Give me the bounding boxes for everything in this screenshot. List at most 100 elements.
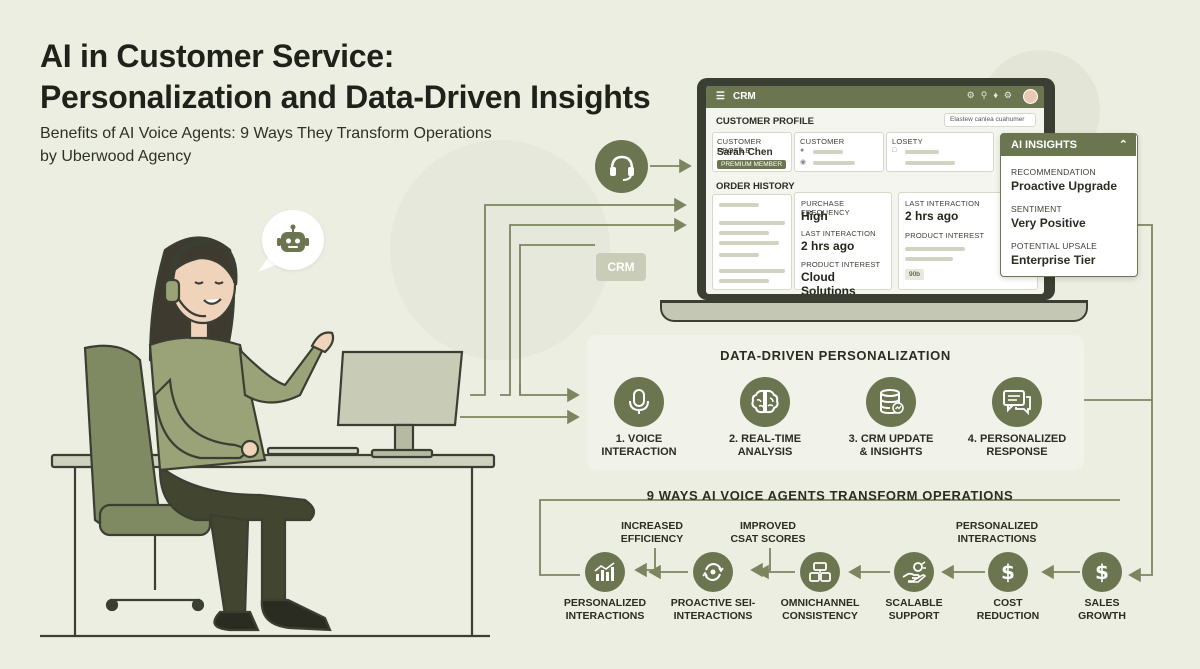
step-label-response-line1: 4. PERSONALIZED bbox=[967, 433, 1067, 445]
way-label-personalized-line1: PERSONALIZED bbox=[563, 597, 647, 609]
hand-coin-icon bbox=[902, 561, 926, 583]
loyalty-card: LOSETY □ bbox=[886, 132, 994, 172]
last-interaction-value: 2 hrs ago bbox=[801, 239, 855, 253]
mini-chip: 90b bbox=[905, 269, 924, 280]
way-label-sales-line1: SALES bbox=[1084, 597, 1120, 609]
dollar-icon: $ bbox=[1001, 560, 1015, 584]
way-label-personalized: PERSONALIZED INTERACTIONS bbox=[550, 597, 660, 623]
way-label-scalable-line2: SUPPORT bbox=[888, 610, 940, 622]
channels-icon bbox=[809, 562, 831, 582]
insight-value-sentiment: Very Positive bbox=[1011, 216, 1086, 230]
step-voice-circle bbox=[614, 377, 664, 427]
database-icon bbox=[880, 389, 904, 415]
step-label-crm: 3. CRM UPDATE & INSIGHTS bbox=[826, 433, 956, 459]
crm-app-name: CRM bbox=[732, 91, 756, 102]
way-circle-proactive bbox=[693, 552, 733, 592]
way-label-cost-line1: COST bbox=[993, 597, 1023, 609]
settings-icon[interactable]: ⚙ bbox=[966, 90, 981, 100]
chat-bubble-icon bbox=[1003, 390, 1031, 416]
headset-icon bbox=[609, 155, 634, 181]
bell-icon[interactable]: ♦ bbox=[993, 90, 1004, 100]
headset-badge bbox=[595, 140, 648, 193]
insight-value-upsale: Enterprise Tier bbox=[1011, 253, 1096, 267]
customer-name: Sarah Chen bbox=[717, 147, 773, 158]
step-label-voice: 1. VOICE INTERACTION bbox=[574, 433, 704, 459]
search-input[interactable]: Elastew canlea cuahumer bbox=[944, 113, 1036, 127]
ways-title: 9 WAYS AI VOICE AGENTS TRANSFORM OPERATI… bbox=[646, 488, 1014, 503]
chevron-up-icon[interactable]: ⌃ bbox=[1118, 139, 1128, 151]
dollar-icon: $ bbox=[1095, 560, 1109, 584]
way-label-personalized-line2: INTERACTIONS bbox=[565, 610, 645, 622]
svg-text:$: $ bbox=[1001, 560, 1015, 584]
step-response-circle bbox=[992, 377, 1042, 427]
top-label-csat: IMPROVED CSAT SCORES bbox=[713, 520, 823, 546]
title-line-1: AI in Customer Service: bbox=[40, 38, 395, 74]
step-label-voice-line1: 1. VOICE bbox=[615, 433, 663, 445]
top-label-efficiency-line2: EFFICIENCY bbox=[620, 533, 684, 545]
top-label-csat-line2: CSAT SCORES bbox=[730, 533, 806, 545]
way-label-proactive: PROACTIVE SEI- INTERACTIONS bbox=[658, 597, 768, 623]
loyalty-col-label: LOSETY bbox=[892, 137, 923, 146]
section-title: CUSTOMER PROFILE bbox=[716, 116, 814, 127]
agent-person bbox=[148, 236, 335, 632]
avatar[interactable] bbox=[1023, 89, 1038, 104]
top-label-csat-line1: IMPROVED bbox=[739, 520, 796, 532]
way-circle-cost: $ bbox=[988, 552, 1028, 592]
way-label-sales: SALES GROWTH bbox=[1047, 597, 1157, 623]
top-label-efficiency: INCREASED EFFICIENCY bbox=[597, 520, 707, 546]
order-history-title: ORDER HISTORY bbox=[716, 181, 795, 192]
profile-label: CUSTOMER PROFILE bbox=[717, 137, 762, 155]
gear-icon[interactable]: ⚙ bbox=[1003, 90, 1018, 100]
step-label-response: 4. PERSONALIZED RESPONSE bbox=[952, 433, 1082, 459]
member-badge: PREMIUM MEMBER bbox=[717, 160, 787, 169]
last-interaction-value-2: 2 hrs ago bbox=[905, 209, 959, 223]
way-label-omnichannel-line1: OMNICHANNEL bbox=[780, 597, 860, 609]
ai-insights-title: AI INSIGHTS bbox=[1011, 139, 1078, 151]
insight-label-recommendation: RECOMMENDATION bbox=[1011, 167, 1096, 177]
crm-screen: ☰CRM ⚙⚲♦⚙ CUSTOMER PROFILE Elastew canle… bbox=[706, 86, 1044, 294]
title-line-2: Personalization and Data-Driven Insights bbox=[40, 79, 651, 115]
menu-icon[interactable]: ☰ bbox=[716, 91, 725, 102]
desktop-monitor bbox=[266, 350, 464, 459]
order-history-card bbox=[712, 194, 792, 290]
last-interaction-label-2: LAST INTERACTION bbox=[905, 199, 980, 208]
crm-toolbar-icons: ⚙⚲♦⚙ bbox=[967, 90, 1018, 101]
brain-icon bbox=[751, 389, 779, 414]
step-label-voice-line2: INTERACTION bbox=[601, 446, 677, 458]
purchase-frequency-value: High bbox=[801, 209, 828, 223]
way-label-sales-line2: GROWTH bbox=[1078, 610, 1126, 622]
way-label-cost: COST REDUCTION bbox=[953, 597, 1063, 623]
purchase-frequency-label: PURCHASE FREQUENCY bbox=[801, 199, 850, 217]
crm-top-bar: ☰ CRM bbox=[706, 86, 1044, 108]
top-label-personalized-line2: INTERACTIONS bbox=[957, 533, 1037, 545]
subtitle-line-1: Benefits of AI Voice Agents: 9 Ways They… bbox=[40, 125, 492, 142]
user-icon: ● bbox=[800, 147, 805, 154]
ai-insights-header[interactable]: AI INSIGHTS ⌃ bbox=[1001, 134, 1136, 156]
way-label-omnichannel: OMNICHANNEL CONSISTENCY bbox=[765, 597, 875, 623]
laptop-base bbox=[660, 300, 1088, 322]
bar-chart-icon bbox=[594, 562, 615, 581]
bot-bubble bbox=[262, 210, 324, 270]
step-label-crm-line2: & INSIGHTS bbox=[859, 446, 923, 458]
way-label-proactive-line2: INTERACTIONS bbox=[673, 610, 753, 622]
customer-col-label: CUSTOMER bbox=[800, 137, 845, 146]
last-interaction-label: LAST INTERACTION bbox=[801, 229, 876, 238]
robot-icon bbox=[277, 224, 309, 252]
step-label-analysis-line2: ANALYSIS bbox=[737, 446, 793, 458]
insight-value-recommendation: Proactive Upgrade bbox=[1011, 179, 1118, 193]
search-icon[interactable]: ⚲ bbox=[980, 90, 994, 100]
insight-label-upsale: POTENTIAL UPSALE bbox=[1011, 241, 1098, 251]
page-subtitle: Benefits of AI Voice Agents: 9 Ways They… bbox=[40, 122, 492, 168]
way-circle-scalable bbox=[894, 552, 934, 592]
step-label-crm-line1: 3. CRM UPDATE bbox=[848, 433, 934, 445]
calendar-icon: □ bbox=[892, 147, 897, 154]
step-crm-circle bbox=[866, 377, 916, 427]
step-label-analysis: 2. REAL-TIME ANALYSIS bbox=[700, 433, 830, 459]
product-interest-value: Cloud Solutions bbox=[801, 270, 856, 294]
way-circle-personalized bbox=[585, 552, 625, 592]
step-label-response-line2: RESPONSE bbox=[986, 446, 1048, 458]
customer-card: CUSTOMER ● ◉ bbox=[794, 132, 884, 172]
way-circle-omnichannel bbox=[800, 552, 840, 592]
crm-tag: CRM bbox=[596, 253, 646, 281]
